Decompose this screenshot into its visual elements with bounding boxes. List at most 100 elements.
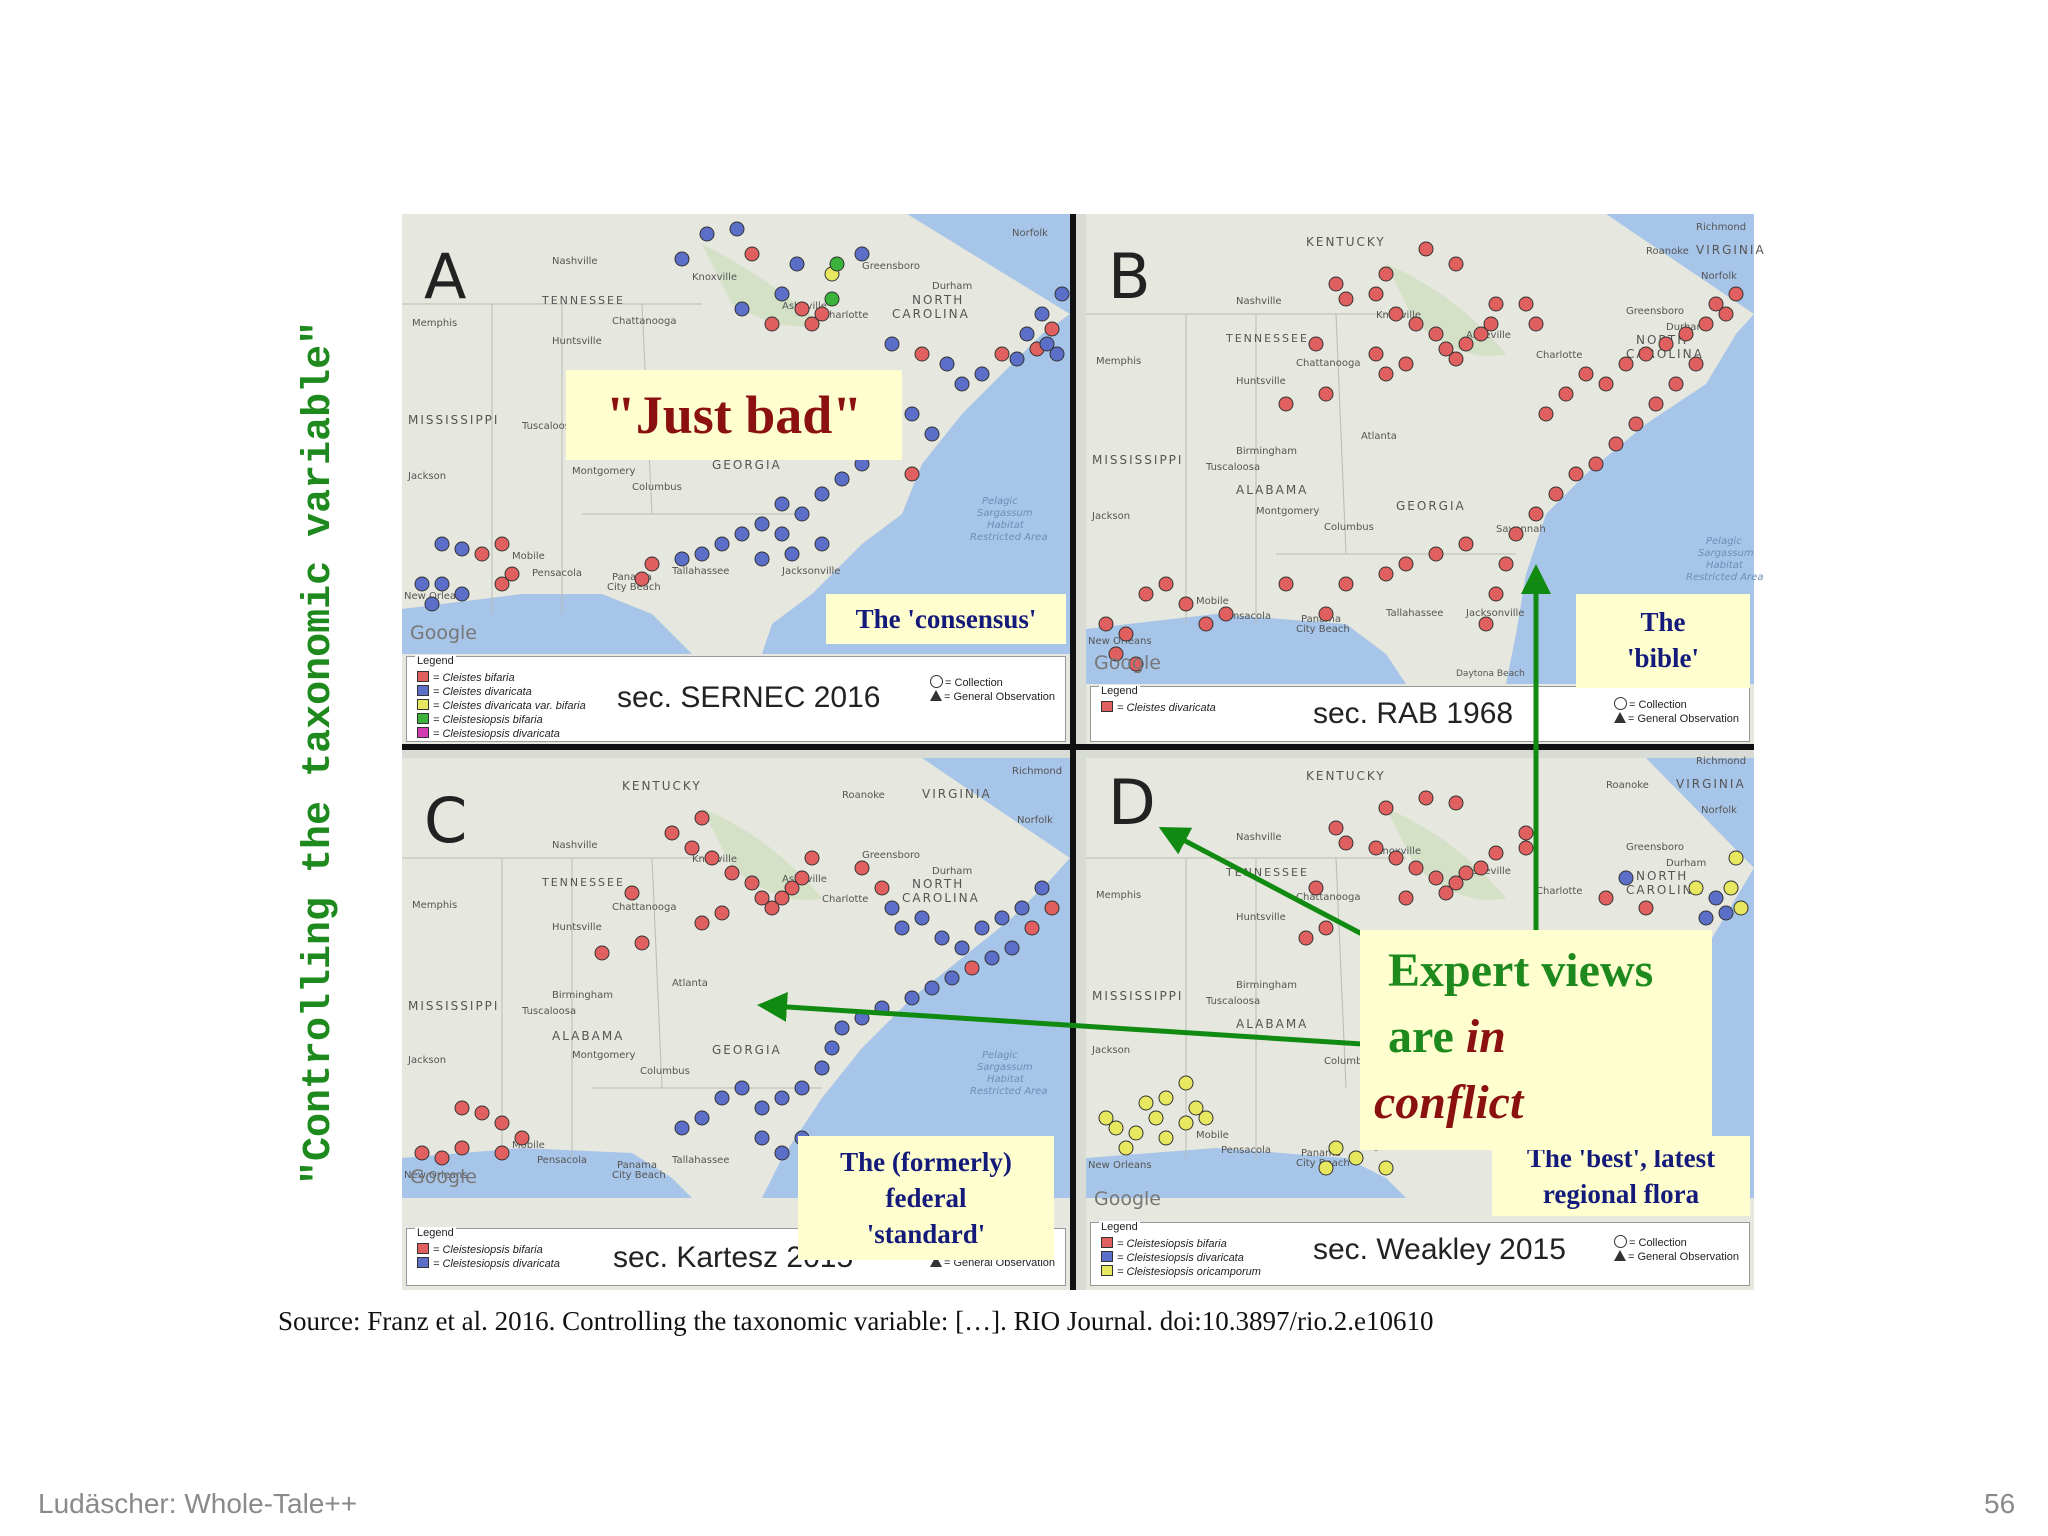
svg-text:New Orleans: New Orleans [1088,636,1152,647]
svg-text:Greensboro: Greensboro [1626,842,1684,853]
svg-text:New Orleans: New Orleans [404,1170,468,1181]
svg-text:VIRGINIA: VIRGINIA [1676,777,1746,791]
svg-text:CAROLINA: CAROLINA [902,891,980,905]
legend-label: = Cleistesiopsis divaricata [433,1258,560,1270]
svg-text:Greensboro: Greensboro [862,850,920,861]
svg-text:City Beach: City Beach [1296,624,1350,635]
svg-text:MISSISSIPPI: MISSISSIPPI [408,999,499,1013]
legend-item: = Cleistesiopsis divaricata [1101,1251,1261,1265]
legend-title: Legend [415,1227,456,1239]
svg-text:Birmingham: Birmingham [1236,446,1297,457]
svg-text:GEORGIA: GEORGIA [1396,499,1466,513]
collection-label: = Collection [1629,1237,1687,1249]
svg-text:City Beach: City Beach [612,1170,666,1181]
bible-line-1: The [1640,607,1686,637]
legend-swatch [417,699,429,710]
svg-text:Mobile: Mobile [512,1140,545,1151]
svg-text:Pelagic: Pelagic [1706,536,1742,547]
legend-item: = Cleistes divaricata var. bifaria [417,699,586,713]
svg-text:TENNESSEE: TENNESSEE [1225,332,1309,345]
svg-text:TENNESSEE: TENNESSEE [541,294,625,307]
federal-line-3: 'standard' [866,1219,986,1249]
svg-text:KENTUCKY: KENTUCKY [1306,769,1386,783]
observation-label: = General Observation [1628,1251,1739,1263]
svg-text:Chattanooga: Chattanooga [612,316,676,327]
observation-label: = General Observation [944,1257,1055,1269]
svg-text:Pensacola: Pensacola [537,1155,587,1166]
collection-icon [1614,697,1628,710]
svg-text:Columbus: Columbus [1324,522,1374,533]
svg-text:Richmond: Richmond [1012,766,1062,777]
svg-text:Greensboro: Greensboro [862,261,920,272]
svg-text:Chattanooga: Chattanooga [1296,892,1360,903]
legend-swatch [417,1243,429,1254]
svg-text:Huntsville: Huntsville [1236,376,1286,387]
legend-item: = Cleistesiopsis divaricata [417,727,586,741]
vertical-divider [1070,214,1076,1290]
svg-text:NORTH: NORTH [912,877,964,891]
legend-rows: = Cleistes bifaria= Cleistes divaricata=… [417,671,586,741]
svg-text:Panama: Panama [617,1160,657,1171]
svg-text:Pensacola: Pensacola [532,568,582,579]
panel-a-letter: A [424,240,467,313]
svg-text:Columbus: Columbus [632,482,682,493]
svg-text:Habitat: Habitat [1706,560,1744,571]
legend-title: Legend [415,655,456,667]
panel-d-legend: Legend = Cleistesiopsis bifaria= Cleiste… [1090,1221,1750,1286]
google-logo: Google [1094,1188,1162,1210]
legend-label: = Cleistesiopsis divaricata [433,728,560,740]
legend-item: = Cleistes divaricata [417,685,586,699]
svg-text:Huntsville: Huntsville [552,336,602,347]
bible-line-2: 'bible' [1626,643,1700,673]
svg-text:Norfolk: Norfolk [1701,805,1737,816]
legend-item: = Cleistesiopsis divaricata [417,1257,560,1271]
svg-text:Durham: Durham [932,866,972,877]
svg-text:Memphis: Memphis [412,318,457,329]
federal-callout: The (formerly) federal 'standard' [798,1136,1054,1260]
legend-item: = Cleistesiopsis bifaria [417,1243,560,1257]
svg-text:VIRGINIA: VIRGINIA [922,787,992,801]
svg-text:KENTUCKY: KENTUCKY [622,779,702,793]
panel-a-source: sec. SERNEC 2016 [617,681,881,714]
collection-icon [1614,1235,1628,1248]
svg-text:City Beach: City Beach [607,582,661,593]
legend-swatch [1101,701,1113,712]
legend-item: = Cleistesiopsis bifaria [417,713,586,727]
svg-text:NORTH: NORTH [1636,869,1688,883]
expert-line-3: in [1465,1010,1506,1063]
svg-text:Panama: Panama [612,572,652,583]
observation-key: = Collection = General Observation [1614,697,1739,726]
svg-text:Norfolk: Norfolk [1012,228,1048,239]
svg-text:Roanoke: Roanoke [1606,780,1649,791]
legend-title: Legend [1099,685,1140,697]
svg-text:Roanoke: Roanoke [1646,246,1689,257]
svg-text:Jacksonville: Jacksonville [781,566,840,577]
svg-text:Norfolk: Norfolk [1017,815,1053,826]
legend-label: = Cleistes divaricata var. bifaria [433,700,586,712]
svg-text:Sargassum: Sargassum [977,1062,1033,1073]
observation-icon [1614,1250,1627,1261]
legend-rows: = Cleistesiopsis bifaria= Cleistesiopsis… [417,1243,560,1271]
panel-a-legend: Legend = Cleistes bifaria= Cleistes diva… [406,655,1066,742]
svg-text:New Orleans: New Orleans [1088,1160,1152,1171]
svg-text:Tuscaloosa: Tuscaloosa [1205,996,1260,1007]
legend-swatch [417,1257,429,1268]
svg-text:MISSISSIPPI: MISSISSIPPI [1092,989,1183,1003]
federal-line-2: federal [885,1183,967,1213]
legend-label: = Cleistesiopsis divaricata [1117,1252,1244,1264]
svg-text:Nashville: Nashville [552,840,598,851]
svg-text:Memphis: Memphis [1096,890,1141,901]
arrow-to-panel-c [757,991,1363,1047]
legend-title: Legend [1099,1221,1140,1233]
legend-rows: = Cleistes divaricata [1101,701,1216,715]
horizontal-divider [402,744,1754,750]
panel-b-legend: Legend = Cleistes divaricata sec. RAB 19… [1090,685,1750,742]
svg-text:Jackson: Jackson [407,471,446,482]
svg-text:Richmond: Richmond [1696,222,1746,233]
svg-text:VIRGINIA: VIRGINIA [1696,243,1766,257]
svg-text:Mobile: Mobile [512,551,545,562]
legend-swatch [1101,1237,1113,1248]
